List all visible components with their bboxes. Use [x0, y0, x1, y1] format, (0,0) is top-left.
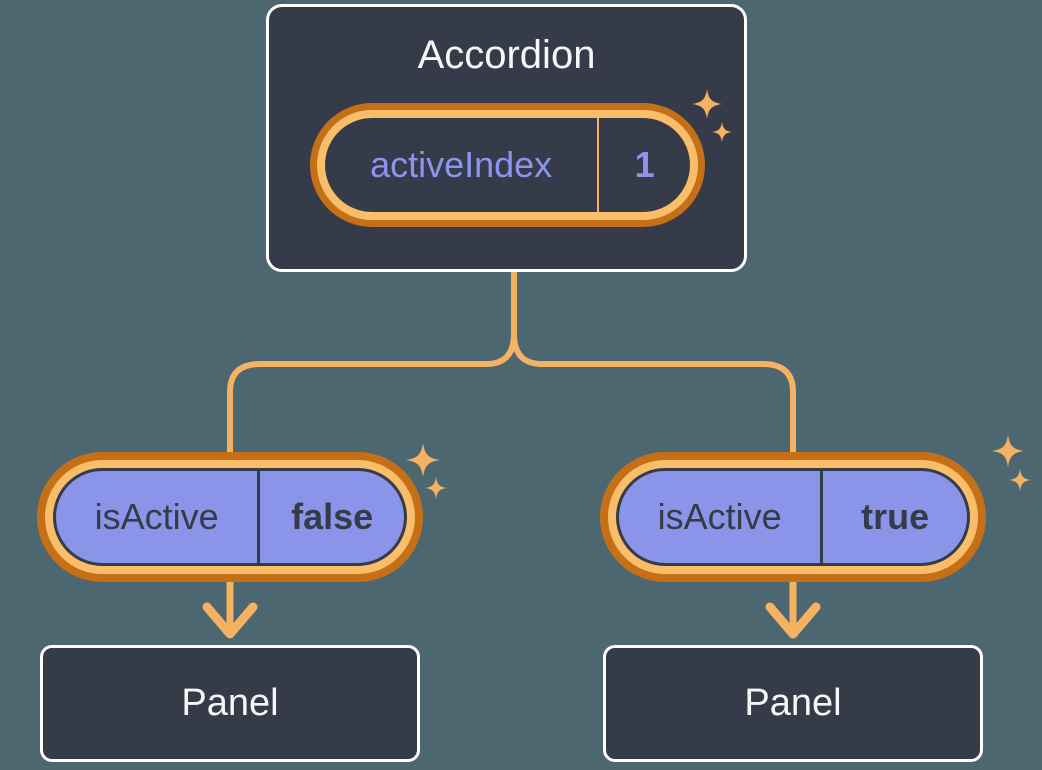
sparkle-icon — [992, 435, 1024, 467]
branch-left-line — [227, 269, 517, 473]
state-pill-divider — [597, 118, 600, 212]
prop-pill-right-divider — [820, 471, 824, 563]
state-pill-label: activeIndex — [370, 144, 553, 185]
prop-pill-left: isActive false — [53, 468, 407, 566]
sparkle-icon — [425, 477, 447, 499]
prop-pill-right-label: isActive — [657, 496, 782, 537]
prop-pill-right-value: true — [861, 496, 930, 537]
sparkle-icon — [406, 443, 440, 477]
arrow-left-head — [202, 602, 258, 639]
arrow-right-head — [765, 602, 821, 639]
sparkle-icon — [1009, 469, 1031, 491]
prop-pill-left-value: false — [291, 496, 374, 537]
accordion-title: Accordion — [417, 33, 596, 77]
prop-pill-left-divider — [257, 471, 261, 563]
panel-left-label: Panel — [181, 682, 279, 724]
panel-box-left: Panel — [40, 645, 420, 762]
panel-right-label: Panel — [744, 682, 842, 724]
prop-pill-right: isActive true — [616, 468, 970, 566]
state-pill: activeIndex 1 — [325, 118, 690, 212]
state-pill-value: 1 — [634, 144, 655, 185]
branch-right-line — [511, 269, 796, 473]
panel-box-right: Panel — [603, 645, 983, 762]
prop-pill-left-label: isActive — [94, 496, 219, 537]
